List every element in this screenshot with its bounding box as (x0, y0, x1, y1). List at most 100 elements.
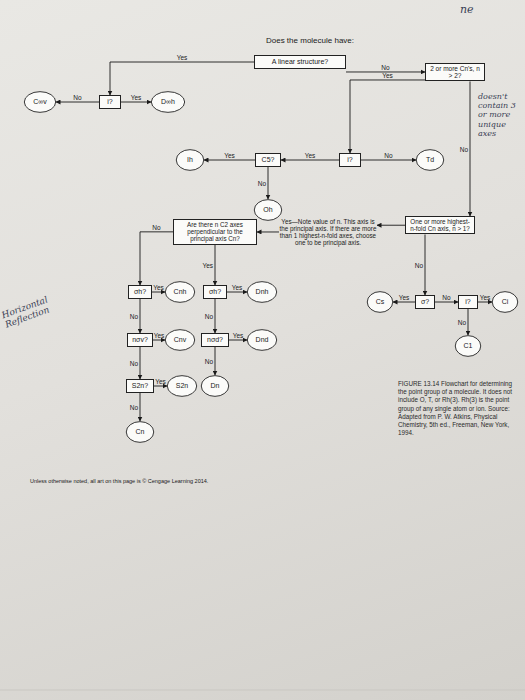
node-text: C∞v (33, 98, 47, 106)
question-box: S2n? (126, 379, 154, 393)
branch-label: Yes (154, 332, 165, 339)
point-group-oval: D∞h (151, 91, 185, 113)
flowchart-heading: Does the molecule have: (255, 36, 365, 45)
branch-label: Yes (202, 261, 213, 268)
branch-label: No (73, 94, 81, 101)
question-box: C5? (255, 153, 281, 167)
flow-arrow (153, 340, 165, 341)
point-group-oval: Dnd (247, 329, 277, 351)
branch-label: Yes (233, 332, 244, 339)
branch-label: Yes (399, 294, 410, 301)
point-group-oval: Oh (254, 199, 282, 221)
note-block: Yes—Note value of n. This axis is the pr… (279, 218, 377, 247)
node-text: One or more highest-n-fold Cn axis, n > … (408, 218, 472, 232)
branch-label: No (258, 180, 266, 187)
node-text: S2n? (132, 382, 148, 390)
flow-arrow (257, 231, 279, 232)
branch-label: No (205, 313, 213, 320)
point-group-oval: S2n (167, 375, 197, 397)
point-group-oval: Cnv (165, 329, 195, 351)
point-group-oval: Td (416, 149, 444, 171)
flow-arrow (435, 302, 458, 303)
branch-label: No (205, 358, 213, 365)
node-text: Dn (211, 382, 220, 390)
point-group-oval: Cs (367, 291, 393, 313)
node-text: 2 or more Cn's, n > 2? (428, 65, 482, 80)
point-group-oval: C1 (455, 335, 481, 357)
branch-label: No (130, 404, 138, 411)
oval-shape (416, 150, 443, 171)
flow-arrow (152, 292, 165, 293)
branch-label: No (442, 294, 450, 301)
branch-label: Yes (224, 152, 235, 159)
oval-shape (24, 92, 55, 113)
oval-shape (492, 292, 517, 313)
branch-label: No (458, 319, 466, 326)
oval-shape (254, 200, 281, 221)
flow-arrow (470, 81, 471, 216)
oval-shape (201, 376, 228, 397)
node-text: Are there n C2 axes perpendicular to the… (176, 221, 254, 243)
node-text: Dnh (256, 288, 269, 296)
point-group-oval: Cn (126, 421, 154, 443)
handwritten-note: Horizontal Reflection (0, 290, 63, 330)
point-group-oval: Cnh (165, 281, 195, 303)
oval-shape (165, 282, 194, 303)
flow-arrow (154, 386, 167, 387)
credit-line: Unless otherwise noted, all art on this … (30, 478, 360, 484)
flow-arrow (478, 302, 492, 303)
branch-label: Yes (305, 152, 316, 159)
branch-label: No (130, 360, 138, 367)
flow-arrow (393, 302, 415, 303)
flow-arrow (140, 393, 141, 421)
flow-arrow (140, 299, 141, 333)
node-text: Cs (376, 298, 385, 306)
node-text: Cnv (174, 336, 186, 344)
flow-arrow (215, 245, 216, 285)
question-box: i? (458, 295, 478, 309)
oval-shape (151, 92, 184, 113)
oval-shape (176, 150, 203, 171)
question-box: nσd? (201, 333, 229, 347)
oval-shape (165, 330, 194, 351)
flow-arrow (268, 167, 269, 199)
page-shadow (0, 690, 525, 691)
flow-arrow (121, 102, 151, 103)
flow-arrow (468, 309, 469, 335)
point-group-oval: C∞v (24, 91, 56, 113)
branch-label: No (384, 152, 392, 159)
flow-arrow (215, 299, 216, 333)
branch-label: Yes (382, 72, 393, 79)
branch-label: No (460, 145, 468, 152)
flow-arrow (229, 340, 247, 341)
flow-arrow (140, 232, 173, 285)
flow-arrow (110, 62, 254, 95)
node-text: Cnh (174, 288, 187, 296)
oval-shape (247, 282, 276, 303)
flow-arrow (425, 234, 426, 295)
oval-shape (367, 292, 392, 313)
oval-shape (167, 376, 196, 397)
question-box: nσv? (127, 333, 153, 347)
node-text: Ci (502, 298, 509, 306)
node-text: σ? (421, 298, 429, 306)
figure-caption: FIGURE 13.14 Flowchart for determining t… (398, 380, 513, 437)
oval-shape (247, 330, 276, 351)
node-text: C5? (262, 156, 275, 164)
branch-label: Yes (131, 94, 142, 101)
flow-arrow (56, 102, 99, 103)
branch-label: No (152, 224, 160, 231)
node-text: A linear structure? (272, 58, 328, 66)
node-text: i? (347, 156, 352, 164)
oval-shape (126, 422, 153, 443)
point-group-oval: Ci (492, 291, 518, 313)
flow-arrow (204, 160, 255, 161)
node-text: D∞h (161, 98, 175, 106)
flow-arrow (350, 80, 425, 153)
node-text: i? (465, 298, 470, 306)
node-text: S2n (176, 382, 188, 390)
branch-label: Yes (153, 284, 164, 291)
question-box: σh? (128, 285, 152, 299)
node-text: Ih (187, 156, 193, 164)
